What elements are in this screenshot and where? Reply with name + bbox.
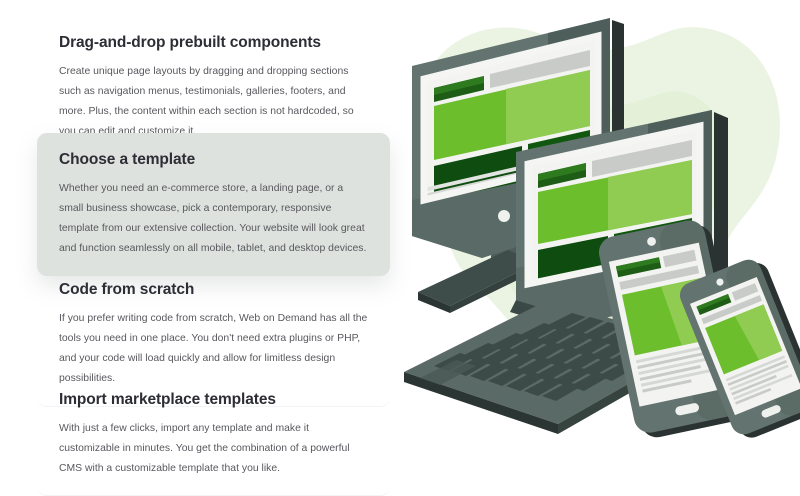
phone-camera-dot xyxy=(647,237,656,246)
feature-card-body: Whether you need an e-commerce store, a … xyxy=(59,182,367,255)
feature-card-body: Create unique page layouts by dragging a… xyxy=(59,65,354,138)
feature-card-drag-and-drop-prebuilt-components[interactable]: Drag-and-drop prebuilt components Create… xyxy=(37,16,390,160)
feature-card-choose-a-template[interactable]: Choose a template Whether you need an e-… xyxy=(37,133,390,276)
feature-card-title: Choose a template xyxy=(59,151,196,168)
devices-illustration-svg: Desktop monitor, laptop, and two smartph… xyxy=(404,18,800,438)
feature-card-body: If you prefer writing code from scratch,… xyxy=(59,312,368,385)
phone-camera-dot xyxy=(716,278,724,286)
phone-home-button xyxy=(761,405,781,418)
feature-card-code-from-scratch[interactable]: Code from scratch If you prefer writing … xyxy=(37,263,390,407)
feature-card-title: Drag-and-drop prebuilt components xyxy=(59,34,321,51)
responsive-devices-illustration: Desktop monitor, laptop, and two smartph… xyxy=(398,0,800,473)
feature-card-title: Code from scratch xyxy=(59,281,195,298)
feature-card-list: Drag-and-drop prebuilt components Create… xyxy=(0,0,400,496)
feature-card-body: With just a few clicks, import any templ… xyxy=(59,422,350,475)
feature-card-import-marketplace-templates[interactable]: Import marketplace templates With just a… xyxy=(37,373,390,496)
phone-small xyxy=(679,259,800,438)
phone-home-button xyxy=(675,403,700,416)
feature-card-title: Import marketplace templates xyxy=(59,391,276,408)
phone-small-screen-content xyxy=(696,283,793,405)
monitor-power-indicator xyxy=(498,210,510,222)
